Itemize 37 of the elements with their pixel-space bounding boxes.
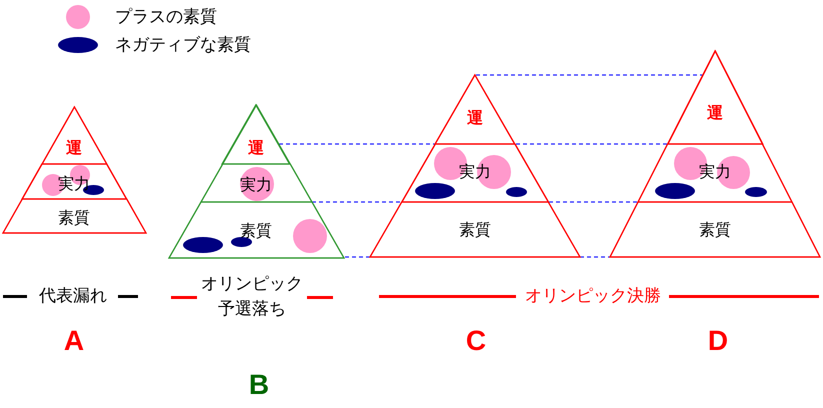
legend-label: ネガティブな素質 (115, 34, 251, 56)
pyramid-tier (22, 164, 126, 199)
tier-label: 運 (706, 105, 723, 121)
pyramid-tier (370, 202, 580, 257)
tier-label: 運 (466, 110, 483, 126)
pyramid-tier (668, 51, 762, 144)
pyramid-tier (200, 164, 312, 202)
tier-label: 実力 (58, 176, 90, 192)
category-label: オリンピック予選落ち (200, 273, 304, 321)
category-label: 代表漏れ (39, 286, 107, 306)
pyramid-tier (435, 75, 515, 144)
pyramid-tier (42, 107, 106, 164)
pyramid (610, 51, 820, 257)
tier-label: 実力 (240, 177, 272, 193)
pyramid-caption: B (248, 371, 270, 399)
tier-label: 素質 (699, 222, 731, 238)
tier-label: 運 (248, 140, 264, 156)
tier-label: 素質 (459, 222, 491, 238)
pyramid (370, 75, 580, 257)
pyramid-tier (638, 144, 792, 202)
category-label: オリンピック決勝 (525, 286, 661, 306)
tier-label: 実力 (458, 164, 491, 180)
pyramid-tier (168, 202, 344, 258)
tier-label: 運 (66, 140, 82, 156)
pyramid-tier (2, 199, 146, 233)
pyramid (168, 105, 344, 258)
tier-label: 素質 (58, 210, 90, 226)
pyramid (2, 107, 146, 233)
legend-label: プラスの素質 (115, 6, 217, 27)
pyramid-tier (222, 105, 290, 164)
tier-label: 素質 (240, 223, 272, 239)
pyramid-caption: D (708, 327, 728, 355)
pyramid-tier (402, 144, 548, 202)
pyramid-caption: A (64, 327, 84, 355)
tier-label: 実力 (698, 164, 731, 180)
pyramid-tier (610, 202, 820, 257)
pyramid-caption: C (466, 327, 486, 355)
